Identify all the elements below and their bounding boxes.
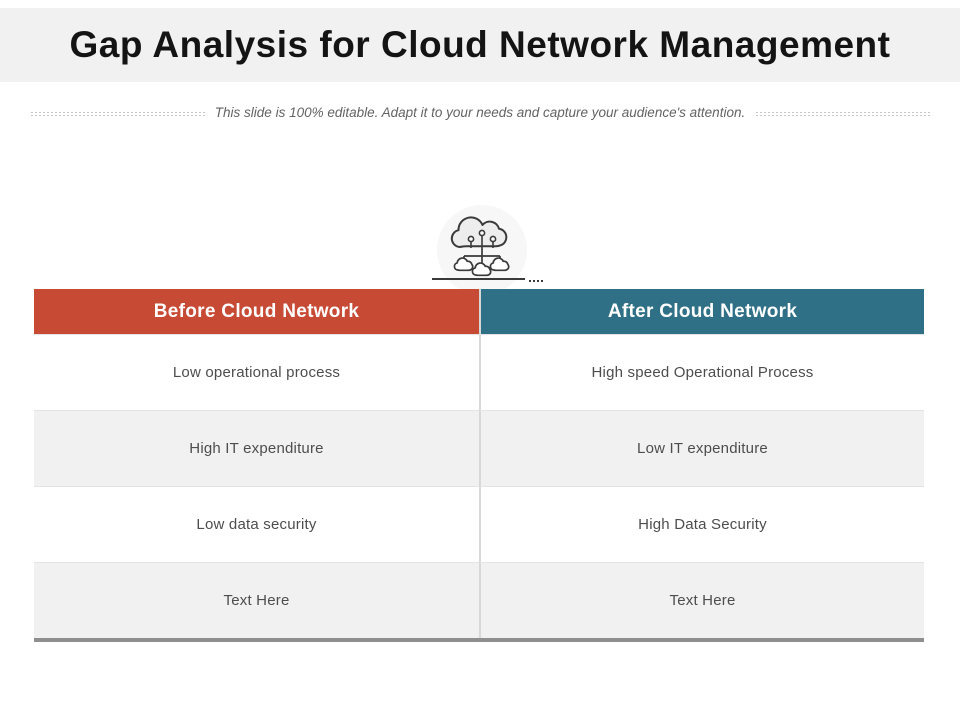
cell-before-row4: Text Here bbox=[34, 562, 479, 638]
before-header: Before Cloud Network bbox=[34, 289, 479, 334]
page-title: Gap Analysis for Cloud Network Managemen… bbox=[69, 24, 891, 65]
title-band: Gap Analysis for Cloud Network Managemen… bbox=[0, 8, 960, 82]
cell-after-row1: High speed Operational Process bbox=[479, 334, 924, 410]
subtitle-text: This slide is 100% editable. Adapt it to… bbox=[214, 104, 746, 120]
cell-after-row3: High Data Security bbox=[479, 486, 924, 562]
icon-underline bbox=[432, 278, 525, 280]
dotted-divider-left bbox=[30, 111, 205, 117]
cell-before-row1: Low operational process bbox=[34, 334, 479, 410]
cell-after-row4: Text Here bbox=[479, 562, 924, 638]
dotted-divider-right bbox=[755, 111, 931, 117]
cell-after-row2: Low IT expenditure bbox=[479, 410, 924, 486]
subtitle-row: This slide is 100% editable. Adapt it to… bbox=[30, 102, 931, 122]
after-header: After Cloud Network bbox=[479, 289, 924, 334]
cell-before-row2: High IT expenditure bbox=[34, 410, 479, 486]
icon-underline-dashes bbox=[529, 280, 543, 282]
cell-before-row3: Low data security bbox=[34, 486, 479, 562]
cloud-network-icon bbox=[442, 216, 522, 278]
comparison-table: Before Cloud Network After Cloud Network… bbox=[34, 289, 924, 642]
